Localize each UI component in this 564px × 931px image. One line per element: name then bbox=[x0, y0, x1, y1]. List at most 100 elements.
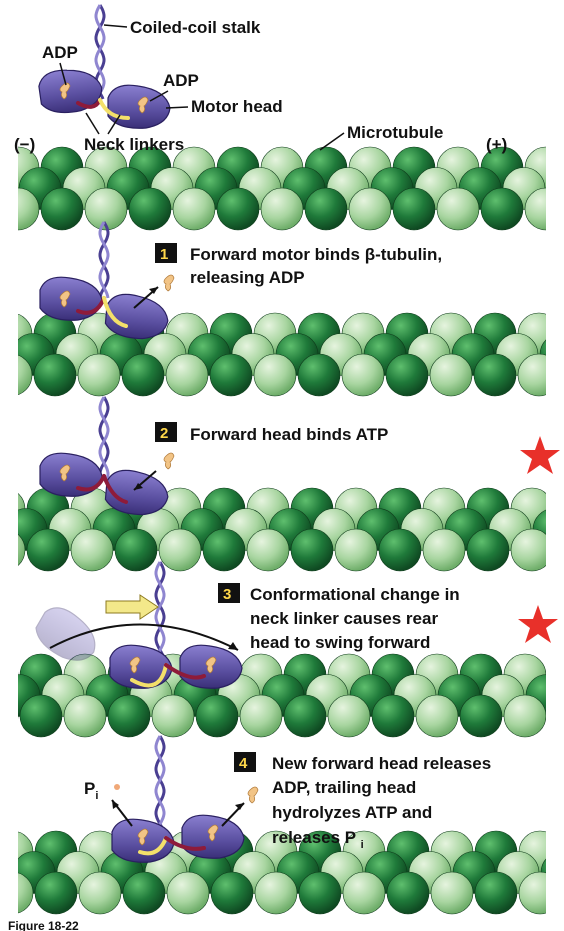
microtubule-left-mask bbox=[0, 485, 18, 574]
alpha-tubulin-subunit bbox=[297, 353, 341, 397]
adp-rear-label: ADP bbox=[42, 43, 78, 62]
step-4-adp-arrowhead bbox=[235, 803, 244, 810]
step-4-pi-arrowhead bbox=[112, 800, 119, 809]
microtubule-left-mask bbox=[0, 144, 18, 233]
alpha-tubulin-subunit bbox=[122, 871, 166, 915]
stalk-label: Coiled-coil stalk bbox=[130, 18, 261, 37]
beta-tubulin-subunit bbox=[84, 187, 128, 231]
beta-tubulin-subunit bbox=[246, 528, 290, 572]
step-1-line-2: releasing ADP bbox=[190, 268, 305, 287]
adp-icon bbox=[59, 82, 71, 100]
adp-icon bbox=[59, 290, 71, 308]
coiled-coil-stalk bbox=[154, 561, 166, 661]
adp-icon bbox=[137, 828, 149, 846]
adp-icon bbox=[59, 464, 71, 482]
microtubule bbox=[0, 651, 564, 740]
neck-linker-yellow bbox=[98, 98, 130, 120]
step-1-arrowhead bbox=[149, 287, 158, 294]
neck-linker-leader-line-1 bbox=[85, 112, 100, 135]
alpha-tubulin-subunit bbox=[392, 187, 436, 231]
alpha-tubulin-subunit bbox=[202, 528, 246, 572]
beta-tubulin-subunit bbox=[166, 871, 210, 915]
adp-icon bbox=[129, 656, 141, 674]
microtubule-right-mask bbox=[546, 310, 564, 399]
adp-icon bbox=[137, 96, 149, 114]
alpha-tubulin-subunit bbox=[128, 187, 172, 231]
beta-tubulin-subunit bbox=[70, 528, 114, 572]
neck-linker-yellow bbox=[130, 663, 168, 688]
stalk-strand bbox=[154, 561, 166, 661]
beta-tubulin-subunit bbox=[253, 353, 297, 397]
alpha-tubulin-subunit bbox=[121, 353, 165, 397]
alpha-tubulin-subunit bbox=[283, 694, 327, 738]
swing-arc-arrowhead bbox=[228, 642, 238, 650]
alpha-tubulin-subunit bbox=[209, 353, 253, 397]
microtubule-left-mask bbox=[0, 310, 18, 399]
microtubule-right-mask bbox=[546, 651, 564, 740]
step-2-badge bbox=[155, 422, 177, 442]
adp-front-leader-line bbox=[149, 90, 169, 102]
motor-head bbox=[38, 69, 103, 114]
motor-head-leader-line bbox=[165, 106, 189, 109]
motor-head-body bbox=[109, 644, 173, 689]
stalk-strand bbox=[94, 4, 106, 100]
microtubule bbox=[0, 310, 564, 399]
star-icon bbox=[520, 436, 560, 474]
beta-tubulin-subunit bbox=[254, 871, 298, 915]
motor-head bbox=[107, 84, 171, 129]
linker-shift-arrow-icon bbox=[105, 594, 159, 620]
stalk-layer bbox=[94, 4, 166, 839]
alpha-tubulin-subunit bbox=[480, 187, 524, 231]
motor-layer bbox=[35, 69, 259, 863]
motor-head bbox=[104, 293, 169, 340]
neck-linkers-label: Neck linkers bbox=[84, 135, 184, 154]
step-3-line-1: Conformational change in bbox=[250, 585, 460, 604]
microtubule-layer bbox=[0, 144, 564, 917]
adp-icon bbox=[163, 452, 175, 470]
beta-tubulin-subunit bbox=[151, 694, 195, 738]
beta-tubulin-subunit bbox=[436, 187, 480, 231]
alpha-tubulin-subunit bbox=[40, 187, 84, 231]
motor-head bbox=[109, 644, 173, 689]
step-3-badge bbox=[218, 583, 240, 603]
alpha-tubulin-subunit bbox=[386, 871, 430, 915]
microtubule-leader-line bbox=[319, 132, 345, 151]
neck-linker-yellow bbox=[138, 836, 168, 856]
beta-tubulin-subunit bbox=[158, 528, 202, 572]
beta-tubulin-subunit bbox=[260, 187, 304, 231]
microtubule-right-mask bbox=[546, 485, 564, 574]
beta-tubulin-subunit bbox=[165, 353, 209, 397]
stalk-leader-line bbox=[103, 24, 128, 28]
alpha-tubulin-subunit bbox=[466, 528, 510, 572]
beta-tubulin-subunit bbox=[415, 694, 459, 738]
step-4-number: 4 bbox=[239, 755, 248, 772]
plus-end-label: (+) bbox=[486, 135, 507, 154]
adp-front-label: ADP bbox=[163, 71, 199, 90]
neck-linker-yellow bbox=[102, 296, 128, 328]
microtubule bbox=[0, 485, 564, 574]
alpha-tubulin-subunit bbox=[26, 528, 70, 572]
alpha-tubulin-subunit bbox=[33, 353, 77, 397]
neck-linker-red bbox=[164, 836, 206, 851]
beta-tubulin-subunit bbox=[78, 871, 122, 915]
stalk-strand bbox=[98, 221, 110, 299]
beta-tubulin-subunit bbox=[77, 353, 121, 397]
stalk-strand bbox=[154, 735, 166, 839]
alpha-tubulin-subunit bbox=[304, 187, 348, 231]
beta-tubulin-subunit bbox=[503, 694, 547, 738]
step-2-arrowhead bbox=[134, 483, 143, 490]
swing-arc-arrow bbox=[49, 623, 239, 651]
alpha-tubulin-subunit bbox=[298, 871, 342, 915]
alpha-tubulin-subunit bbox=[114, 528, 158, 572]
stalk-strand bbox=[154, 561, 166, 661]
step-4-line-4: releases P i bbox=[272, 828, 364, 851]
beta-tubulin-subunit bbox=[341, 353, 385, 397]
alpha-tubulin-subunit bbox=[195, 694, 239, 738]
microtubule-left-mask bbox=[0, 651, 18, 740]
coiled-coil-stalk bbox=[154, 735, 166, 839]
alpha-tubulin-subunit bbox=[19, 694, 63, 738]
stalk-strand bbox=[98, 396, 110, 480]
phosphate-icon bbox=[114, 784, 120, 790]
alpha-tubulin-subunit bbox=[216, 187, 260, 231]
alpha-tubulin-subunit bbox=[290, 528, 334, 572]
